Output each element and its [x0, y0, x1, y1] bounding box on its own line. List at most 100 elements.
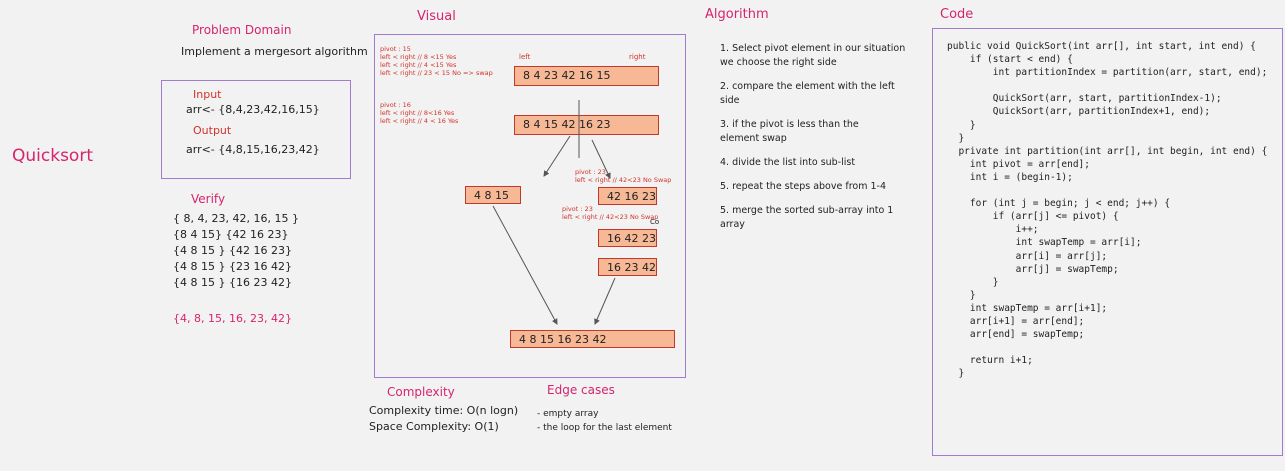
code-line: if (start < end) {	[947, 54, 1073, 66]
edge-case-item: - empty array	[537, 409, 599, 419]
output-text: arr<- {4,8,15,16,23,42}	[186, 143, 320, 156]
code-line: }	[947, 119, 976, 131]
complexity-time: Complexity time: O(n logn)	[369, 404, 519, 417]
algorithm-steps: 1. Select pivot element in our situation…	[720, 42, 905, 232]
sidebar-title: Quicksort	[12, 146, 93, 166]
code-heading: Code	[940, 7, 974, 22]
verify-result: {4, 8, 15, 16, 23, 42}	[173, 312, 292, 325]
note-line: left < right // 4 < 16 Yes	[380, 117, 459, 125]
edge-cases-heading: Edge cases	[547, 383, 615, 397]
code-line: for (int j = begin; j < end; j++) {	[947, 198, 1171, 210]
step-line: element swap	[720, 133, 787, 144]
code-line: arr[end] = swapTemp;	[947, 329, 1085, 341]
code-block: public void QuickSort(int arr[], int sta…	[947, 40, 1267, 380]
note-line: left < right // 42<23 No Swap	[575, 176, 672, 184]
co-label: Co	[650, 218, 660, 226]
algorithm-heading: Algorithm	[705, 7, 769, 22]
code-line: }	[947, 368, 965, 380]
code-line: int swapTemp = arr[i];	[947, 237, 1142, 249]
code-panel	[932, 28, 1283, 456]
step-line: 1. Select pivot element in our situation	[720, 43, 906, 54]
output-heading: Output	[193, 124, 232, 137]
code-line: private int partition(int arr[], int beg…	[947, 145, 1268, 157]
arrow-left-split	[543, 135, 571, 177]
code-line: if (arr[j] <= pivot) {	[947, 211, 1119, 223]
array-partitioned: 8 4 15 42 16 23	[514, 115, 659, 135]
left-subarray: 4 8 15	[465, 186, 521, 204]
step-line: 5. merge the sorted sub-array into 1	[720, 205, 894, 216]
merged-array: 4 8 15 16 23 42	[510, 330, 675, 348]
right-label: right	[629, 53, 646, 61]
code-line: int pivot = arr[end];	[947, 158, 1090, 170]
note-line: pivot : 16	[380, 101, 411, 109]
complexity-heading: Complexity	[387, 385, 455, 399]
verify-line: {4 8 15 } {42 16 23}	[173, 244, 292, 257]
note-line: left < right // 4 <15 Yes	[380, 61, 457, 69]
code-line: QuickSort(arr, start, partitionIndex-1);	[947, 93, 1222, 105]
visual-note-3: pivot : 23 left < right // 42<23 No Swap	[575, 168, 671, 184]
right-subarray-step1: 42 16 23	[598, 187, 657, 205]
problem-domain-text: Implement a mergesort algorithm	[181, 45, 368, 58]
note-line: left < right // 8<16 Yes	[380, 109, 455, 117]
visual-heading: Visual	[417, 9, 456, 24]
code-line: int partitionIndex = partition(arr, star…	[947, 67, 1268, 79]
code-line: }	[947, 132, 965, 144]
code-line	[947, 79, 1267, 92]
step-line: 5. repeat the steps above from 1-4	[720, 181, 886, 192]
complexity-space: Space Complexity: O(1)	[369, 420, 499, 433]
step-line: 3. if the pivot is less than the	[720, 119, 859, 130]
code-line: public void QuickSort(int arr[], int sta…	[947, 41, 1256, 52]
right-subarray-step3: 16 23 42	[598, 258, 657, 276]
code-line: int i = (begin-1);	[947, 171, 1073, 183]
note-line: left < right // 23 < 15 No => swap	[380, 69, 493, 77]
note-line: pivot : 23	[562, 205, 593, 213]
note-line: left < right // 42<23 No Swap	[562, 213, 659, 221]
algorithm-step: 3. if the pivot is less than the element…	[720, 118, 905, 146]
code-line: QuickSort(arr, partitionIndex+1, end);	[947, 106, 1211, 118]
step-line: array	[720, 219, 745, 230]
step-line: side	[720, 95, 740, 106]
code-line: }	[947, 276, 999, 288]
input-heading: Input	[193, 88, 222, 101]
code-line: arr[i+1] = arr[end];	[947, 315, 1085, 327]
visual-note-4: pivot : 23 left < right // 42<23 No Swap	[562, 205, 658, 221]
code-line	[947, 341, 1267, 354]
verify-line: {4 8 15 } {23 16 42}	[173, 260, 292, 273]
note-line: pivot : 15	[380, 45, 411, 53]
code-line: arr[j] = swapTemp;	[947, 263, 1119, 275]
verify-line: {8 4 15} {42 16 23}	[173, 228, 289, 241]
arrow-right-split	[591, 139, 611, 179]
arrow-right-merge	[594, 277, 616, 325]
code-line: }	[947, 289, 976, 301]
visual-note-2: pivot : 16 left < right // 8<16 Yes left…	[380, 101, 458, 125]
right-subarray-step2: 16 42 23	[598, 229, 657, 247]
io-box	[161, 80, 351, 179]
code-line: i++;	[947, 224, 1039, 236]
code-line: int swapTemp = arr[i+1];	[947, 302, 1108, 314]
code-line: return i+1;	[947, 355, 1033, 367]
edge-case-item: - the loop for the last element	[537, 423, 672, 433]
algorithm-step: 5. merge the sorted sub-array into 1 arr…	[720, 204, 905, 232]
input-text: arr<- {8,4,23,42,16,15}	[186, 103, 320, 116]
arrow-left-merge	[492, 205, 558, 325]
left-label: left	[519, 53, 531, 61]
note-line: left < right // 8 <15 Yes	[380, 53, 457, 61]
verify-line: {4 8 15 } {16 23 42}	[173, 276, 292, 289]
step-line: we choose the right side	[720, 57, 837, 68]
algorithm-step: 2. compare the element with the left sid…	[720, 80, 905, 108]
array-initial: 8 4 23 42 16 15	[514, 66, 659, 86]
algorithm-step: 1. Select pivot element in our situation…	[720, 42, 905, 70]
visual-note-1: pivot : 15 left < right // 8 <15 Yes lef…	[380, 45, 493, 77]
verify-line: { 8, 4, 23, 42, 16, 15 }	[173, 212, 299, 225]
algorithm-step: 5. repeat the steps above from 1-4	[720, 180, 905, 194]
verify-heading: Verify	[191, 192, 226, 206]
note-line: pivot : 23	[575, 168, 606, 176]
verify-lines: { 8, 4, 23, 42, 16, 15 } {8 4 15} {42 16…	[173, 212, 299, 292]
step-line: 2. compare the element with the left	[720, 81, 895, 92]
problem-domain-heading: Problem Domain	[192, 23, 292, 37]
visual-panel	[374, 34, 686, 378]
edge-cases-list: - empty array - the loop for the last el…	[537, 407, 672, 435]
algorithm-step: 4. divide the list into sub-list	[720, 156, 905, 170]
code-line: arr[i] = arr[j];	[947, 250, 1108, 262]
